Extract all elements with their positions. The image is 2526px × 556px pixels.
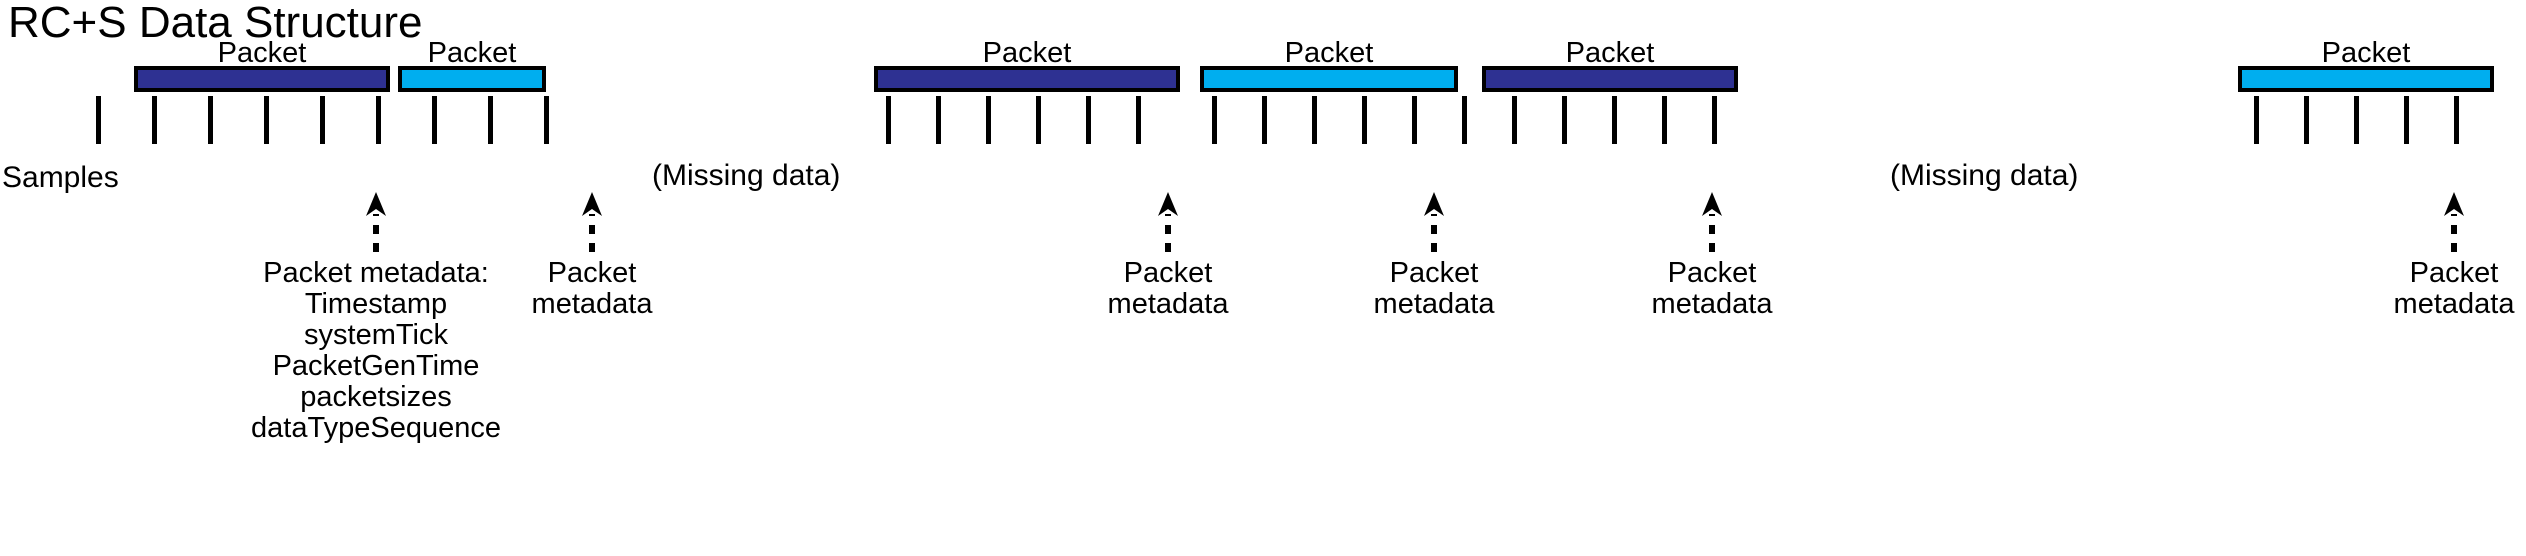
callout-text-line: Packet — [1389, 257, 1479, 289]
packet-bar — [1200, 66, 1458, 92]
callout-arrow-icon — [364, 192, 388, 252]
sample-tick — [2404, 96, 2409, 144]
sample-tick — [544, 96, 549, 144]
callout-text-line: Packet — [2409, 257, 2499, 289]
callout-text-line: Packet — [1667, 257, 1757, 289]
sample-tick — [1086, 96, 1091, 144]
callout-text-line: metadata — [1651, 288, 1773, 320]
callout-arrow-icon — [580, 192, 604, 252]
callout-text-line: Packet — [1123, 257, 1213, 289]
packet-caption: Packet — [427, 37, 517, 69]
callout-text-line: metadata — [2393, 288, 2515, 320]
packet-caption: Packet — [217, 37, 307, 69]
sample-tick — [152, 96, 157, 144]
callout-text-line: Timestamp — [304, 288, 448, 320]
packet-bar — [2238, 66, 2494, 92]
page-title: RC+S Data Structure — [8, 0, 423, 47]
callout-arrow-icon — [2442, 192, 2466, 252]
callout-text-line: metadata — [1373, 288, 1495, 320]
packet-caption: Packet — [982, 37, 1072, 69]
sample-tick — [2354, 96, 2359, 144]
callout-text-line: dataTypeSequence — [251, 412, 501, 444]
packet-bar — [1482, 66, 1738, 92]
sample-tick — [488, 96, 493, 144]
sample-tick — [1612, 96, 1617, 144]
sample-tick — [264, 96, 269, 144]
missing-data-label: (Missing data) — [652, 159, 841, 192]
callout-text-line: systemTick — [304, 319, 448, 351]
callout-text-line: PacketGenTime — [272, 350, 480, 382]
sample-tick — [1412, 96, 1417, 144]
sample-tick — [2304, 96, 2309, 144]
sample-tick — [2454, 96, 2459, 144]
missing-data-label: (Missing data) — [1890, 159, 2079, 192]
sample-tick — [432, 96, 437, 144]
callout-text-line: metadata — [531, 288, 653, 320]
sample-tick — [1312, 96, 1317, 144]
packet-caption: Packet — [1565, 37, 1655, 69]
sample-tick — [1512, 96, 1517, 144]
sample-tick — [1136, 96, 1141, 144]
sample-tick — [1262, 96, 1267, 144]
packet-caption: Packet — [2321, 37, 2411, 69]
packet-bar — [134, 66, 390, 92]
sample-tick — [986, 96, 991, 144]
callout-arrow-icon — [1156, 192, 1180, 252]
sample-tick — [936, 96, 941, 144]
sample-tick — [886, 96, 891, 144]
sample-tick — [320, 96, 325, 144]
packet-bar — [398, 66, 546, 92]
sample-tick — [1036, 96, 1041, 144]
callout-arrow-icon — [1700, 192, 1724, 252]
sample-tick — [1462, 96, 1467, 144]
sample-tick — [2254, 96, 2259, 144]
packet-caption: Packet — [1284, 37, 1374, 69]
callout-text-line: packetsizes — [300, 381, 452, 413]
sample-tick — [1662, 96, 1667, 144]
callout-text-line: metadata — [1107, 288, 1229, 320]
sample-tick — [96, 96, 101, 144]
sample-tick — [208, 96, 213, 144]
callout-arrow-icon — [1422, 192, 1446, 252]
sample-tick — [376, 96, 381, 144]
sample-tick — [1562, 96, 1567, 144]
packet-bar — [874, 66, 1180, 92]
callout-text-line: Packet metadata: — [263, 257, 489, 289]
sample-tick — [1212, 96, 1217, 144]
callout-text-line: Packet — [547, 257, 637, 289]
sample-tick — [1712, 96, 1717, 144]
sample-tick — [1362, 96, 1367, 144]
samples-axis-label: Samples — [2, 161, 119, 194]
